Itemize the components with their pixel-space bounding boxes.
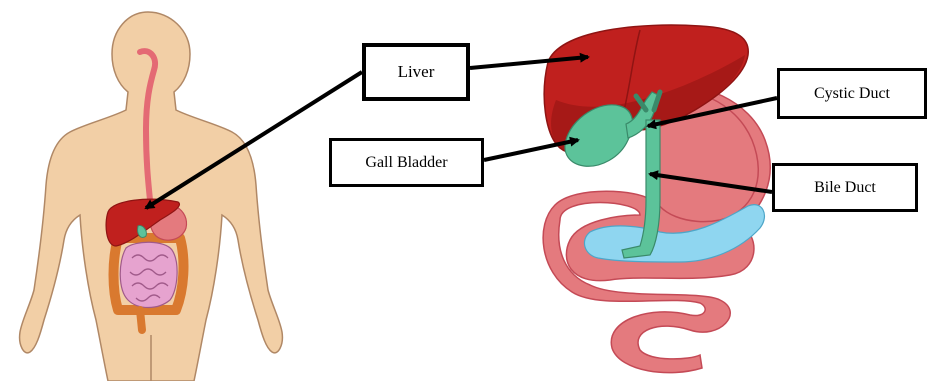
human-body-figure (20, 12, 283, 381)
bile-duct-label: Bile Duct (772, 163, 918, 212)
rectum (140, 310, 142, 330)
gall-bladder-label: Gall Bladder (329, 138, 484, 187)
liver-label: Liver (362, 43, 470, 101)
cystic-duct-label: Cystic Duct (777, 68, 927, 119)
organ-detail-illustration (543, 25, 770, 373)
